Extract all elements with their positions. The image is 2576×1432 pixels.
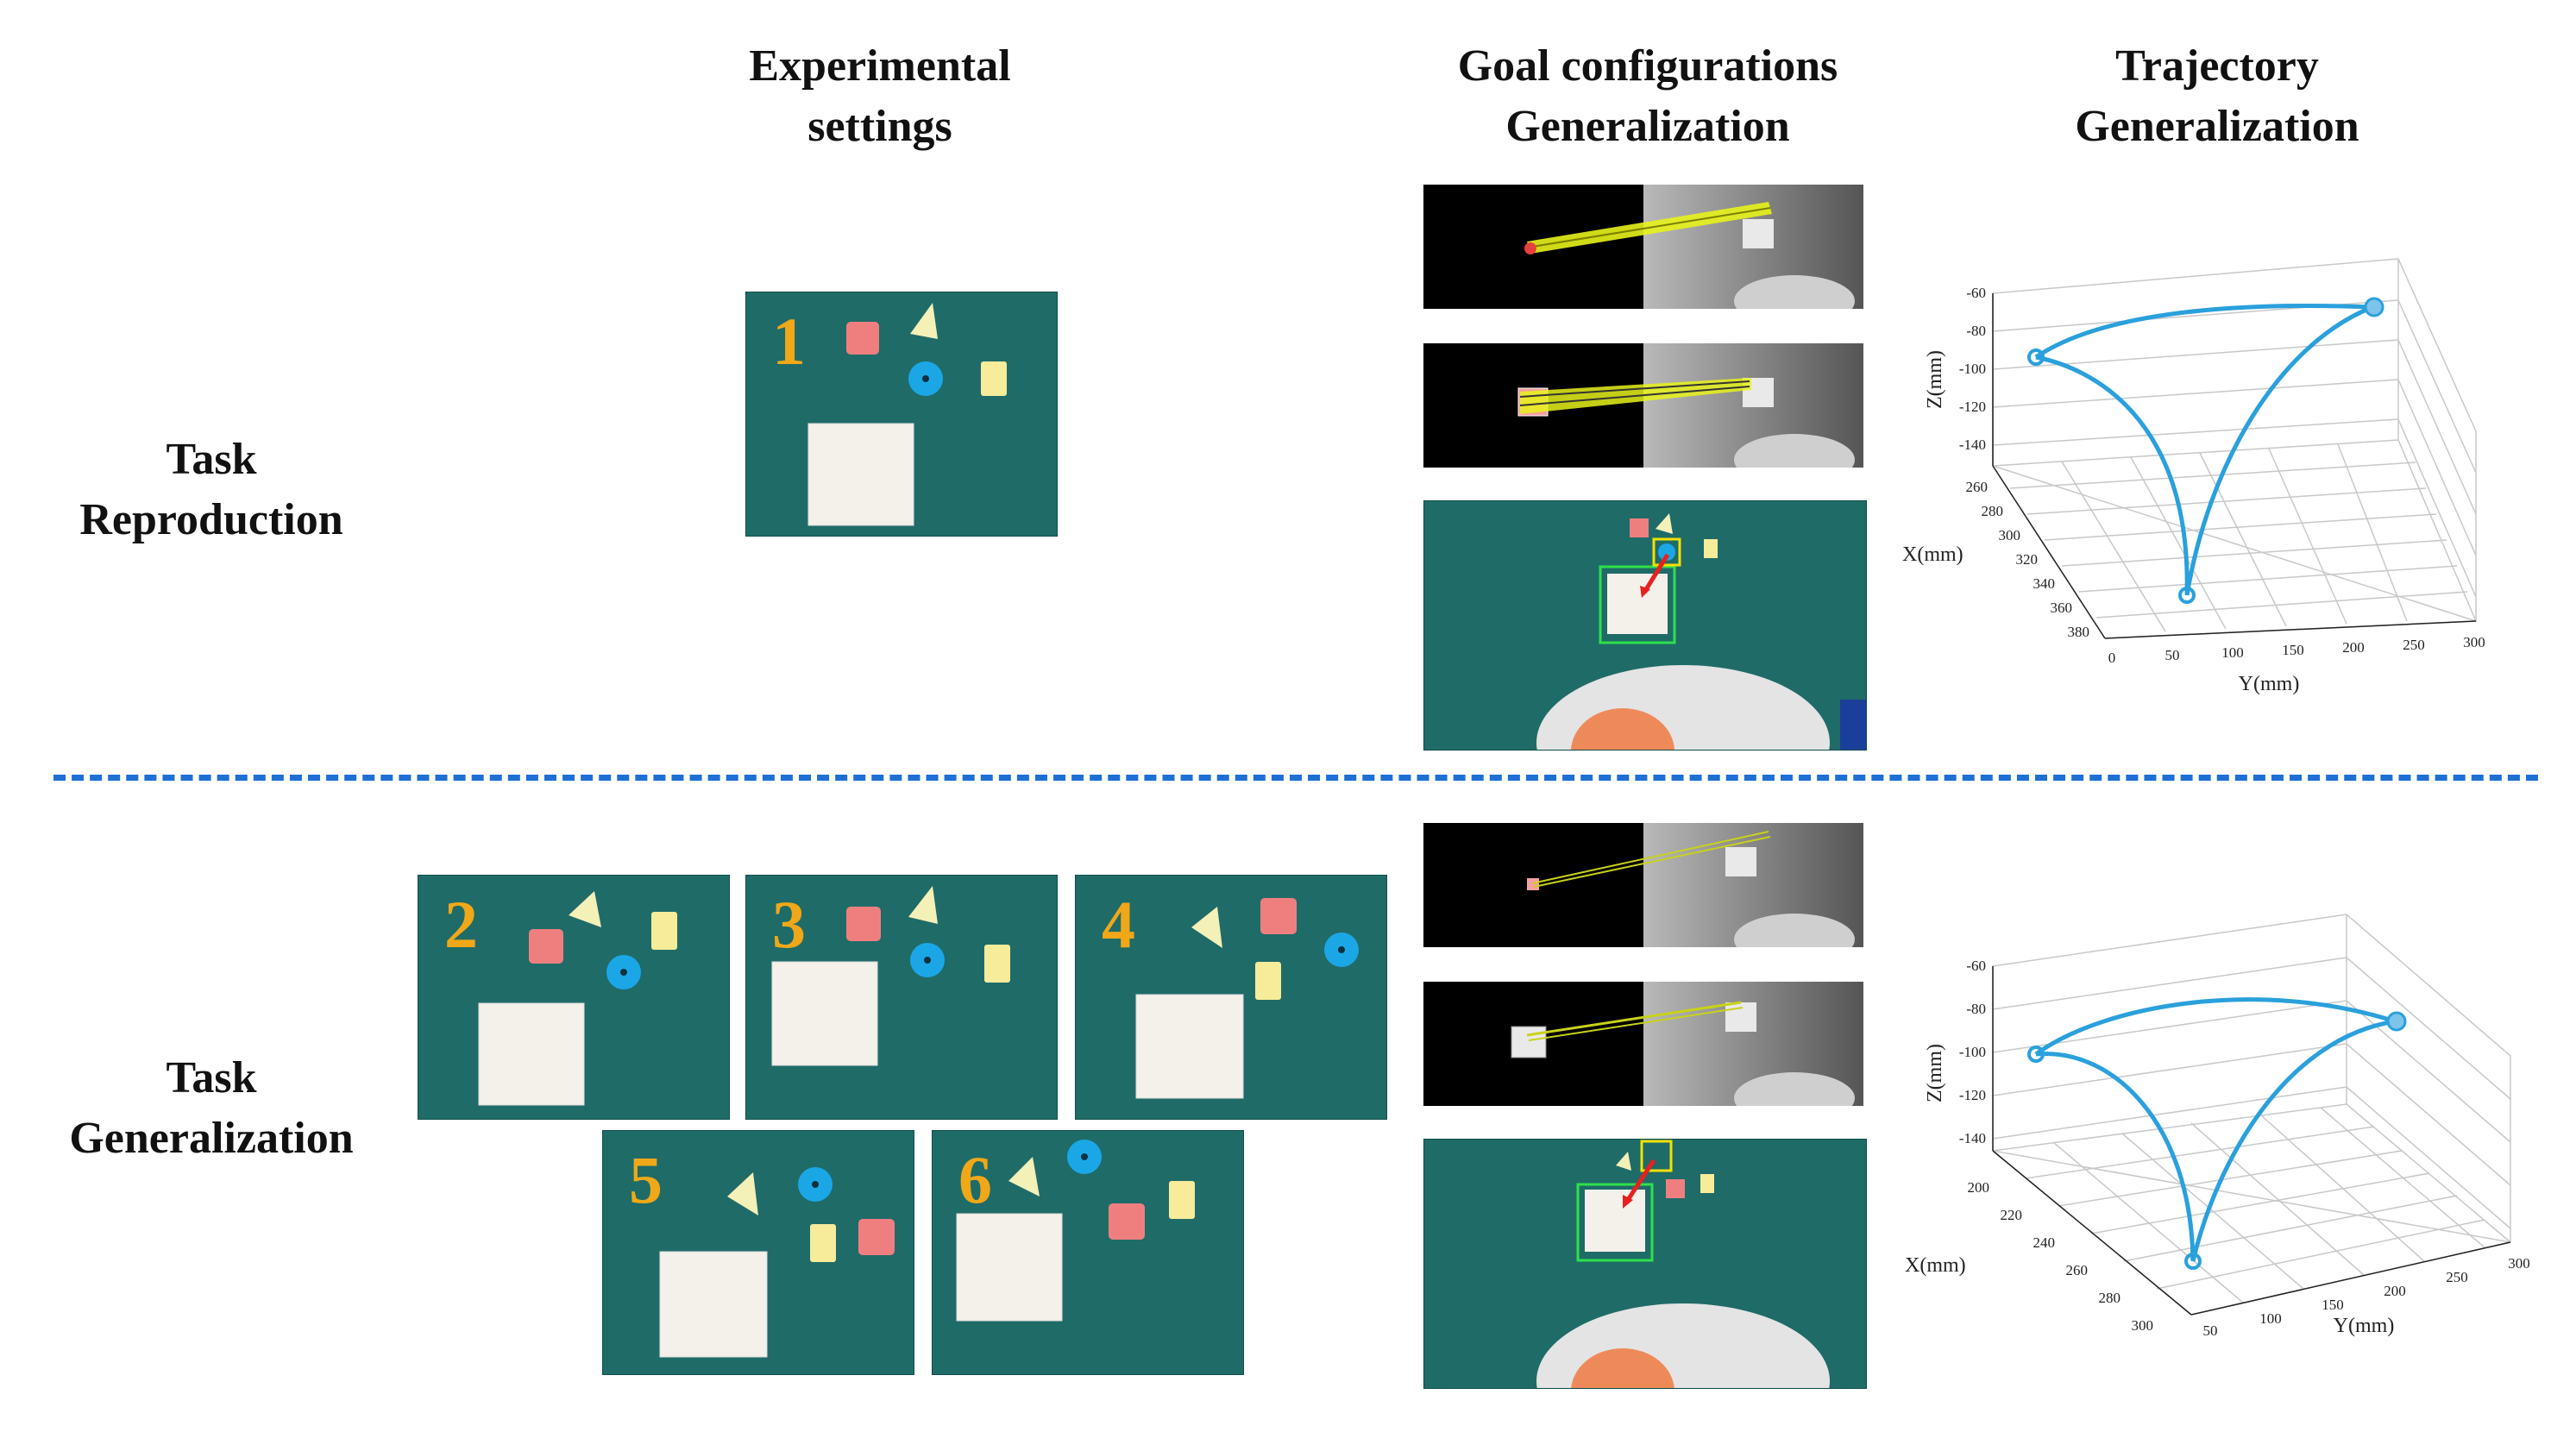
x-axis-label: X(mm) bbox=[1902, 543, 1963, 566]
setting-number: 6 bbox=[958, 1142, 992, 1217]
feature-match-image bbox=[1524, 185, 1863, 309]
y-tick: 250 bbox=[2446, 1269, 2468, 1285]
row-label-line: Generalization bbox=[69, 1114, 354, 1163]
x-tick: 320 bbox=[2016, 551, 2039, 568]
feature-match-image bbox=[1517, 343, 1863, 468]
trajectory-plot-svg: -60 -80 -100 -120 -140 200 220 240 260 2… bbox=[1905, 914, 2530, 1339]
header-line: Generalization bbox=[2075, 102, 2359, 151]
y-tick: 250 bbox=[2403, 637, 2425, 653]
header-goal-configurations: Goal configurations Generalization bbox=[1406, 36, 1889, 157]
trajectory-curves bbox=[2034, 997, 2396, 1262]
x-tick: 260 bbox=[1966, 479, 1989, 495]
z-tick: -100 bbox=[1959, 361, 1986, 377]
setting-board-5: 5 bbox=[602, 1130, 914, 1375]
setting-board-3: 3 bbox=[745, 875, 1058, 1120]
feature-match-frame-3 bbox=[1423, 823, 1863, 947]
header-line: settings bbox=[807, 102, 952, 151]
y-tick: 150 bbox=[2322, 1297, 2344, 1313]
goal-detection-image bbox=[1536, 1140, 1830, 1388]
row-label-line: Task bbox=[166, 1053, 257, 1102]
y-tick: 300 bbox=[2463, 634, 2485, 650]
trajectory-plot-svg: -60 -80 -100 -120 -140 260 280 300 320 3… bbox=[1902, 258, 2485, 695]
z-tick: -100 bbox=[1959, 1044, 1986, 1060]
y-tick: 50 bbox=[2203, 1322, 2218, 1339]
x-tick: 300 bbox=[1999, 527, 2021, 543]
feature-match-frame-1 bbox=[1423, 185, 1863, 309]
header-experimental-settings: Experimental settings bbox=[690, 36, 1070, 157]
y-tick: 200 bbox=[2384, 1283, 2406, 1299]
x-tick: 340 bbox=[2033, 575, 2056, 592]
setting-board-1: 1 bbox=[745, 292, 1058, 537]
x-tick: 220 bbox=[2001, 1207, 2023, 1223]
row-label-task-reproduction: Task Reproduction bbox=[30, 430, 393, 550]
z-axis-label: Z(mm) bbox=[1924, 350, 1946, 409]
x-tick: 260 bbox=[2066, 1262, 2089, 1278]
board-objects bbox=[478, 891, 677, 1106]
y-axis-label: Y(mm) bbox=[2239, 673, 2300, 695]
row-label-task-generalization: Task Generalization bbox=[30, 1048, 393, 1169]
feature-match-image bbox=[1527, 823, 1863, 947]
z-tick: -120 bbox=[1959, 399, 1986, 415]
setting-number: 4 bbox=[1102, 887, 1135, 962]
x-tick: 360 bbox=[2051, 600, 2073, 616]
header-line: Generalization bbox=[1505, 102, 1790, 151]
x-tick: 200 bbox=[1968, 1179, 1990, 1196]
goal-detection-frame-1 bbox=[1423, 500, 1867, 751]
x-axis-label: X(mm) bbox=[1905, 1254, 1966, 1277]
z-tick: -60 bbox=[1966, 958, 1986, 974]
x-tick: 280 bbox=[2099, 1290, 2121, 1306]
y-tick: 50 bbox=[2165, 647, 2180, 663]
feature-match-frame-2 bbox=[1423, 343, 1863, 468]
y-tick: 100 bbox=[2259, 1310, 2282, 1327]
setting-number: 5 bbox=[629, 1142, 663, 1217]
z-tick: -120 bbox=[1959, 1087, 1986, 1103]
setting-board-4: 4 bbox=[1075, 875, 1387, 1120]
setting-number: 3 bbox=[772, 887, 806, 962]
setting-board-6: 6 bbox=[932, 1130, 1244, 1375]
header-line: Goal configurations bbox=[1457, 41, 1838, 91]
x-tick: 280 bbox=[1982, 503, 2004, 519]
setting-number: 1 bbox=[772, 304, 806, 379]
board-objects bbox=[1135, 898, 1359, 1099]
y-tick: 150 bbox=[2282, 642, 2304, 658]
board-objects bbox=[807, 303, 1007, 526]
header-line: Trajectory bbox=[2115, 41, 2319, 91]
trajectory-curves bbox=[2034, 303, 2373, 596]
header-trajectory: Trajectory Generalization bbox=[2001, 36, 2433, 157]
z-axis-label: Z(mm) bbox=[1924, 1044, 1946, 1102]
board-objects bbox=[956, 1140, 1195, 1322]
board-objects bbox=[659, 1167, 895, 1358]
setting-board-2: 2 bbox=[418, 875, 730, 1120]
board-objects bbox=[771, 886, 1010, 1066]
x-tick: 240 bbox=[2033, 1234, 2056, 1251]
z-tick: -80 bbox=[1966, 1001, 1986, 1017]
z-tick: -80 bbox=[1966, 323, 1986, 339]
x-tick: 300 bbox=[2132, 1317, 2154, 1334]
setting-number: 2 bbox=[444, 887, 478, 962]
x-tick: 380 bbox=[2068, 624, 2090, 640]
row-label-line: Task bbox=[166, 435, 257, 484]
header-line: Experimental bbox=[749, 41, 1011, 91]
z-tick: -140 bbox=[1959, 1130, 1986, 1146]
section-divider bbox=[53, 775, 2538, 781]
y-tick: 0 bbox=[2108, 650, 2116, 666]
feature-match-frame-4 bbox=[1423, 982, 1863, 1106]
y-tick: 100 bbox=[2221, 644, 2244, 661]
feature-match-image bbox=[1511, 982, 1863, 1106]
z-tick: -140 bbox=[1959, 437, 1986, 453]
trajectory-plot-1: -60 -80 -100 -120 -140 260 280 300 320 3… bbox=[1881, 242, 2554, 707]
y-axis-label: Y(mm) bbox=[2334, 1315, 2395, 1337]
goal-detection-image bbox=[1536, 513, 1866, 750]
trajectory-plot-2: -60 -80 -100 -120 -140 200 220 240 260 2… bbox=[1881, 901, 2554, 1366]
row-label-line: Reproduction bbox=[79, 495, 343, 544]
y-tick: 300 bbox=[2508, 1255, 2530, 1272]
goal-detection-frame-2 bbox=[1423, 1139, 1867, 1389]
z-tick: -60 bbox=[1966, 285, 1986, 301]
y-tick: 200 bbox=[2342, 639, 2365, 656]
